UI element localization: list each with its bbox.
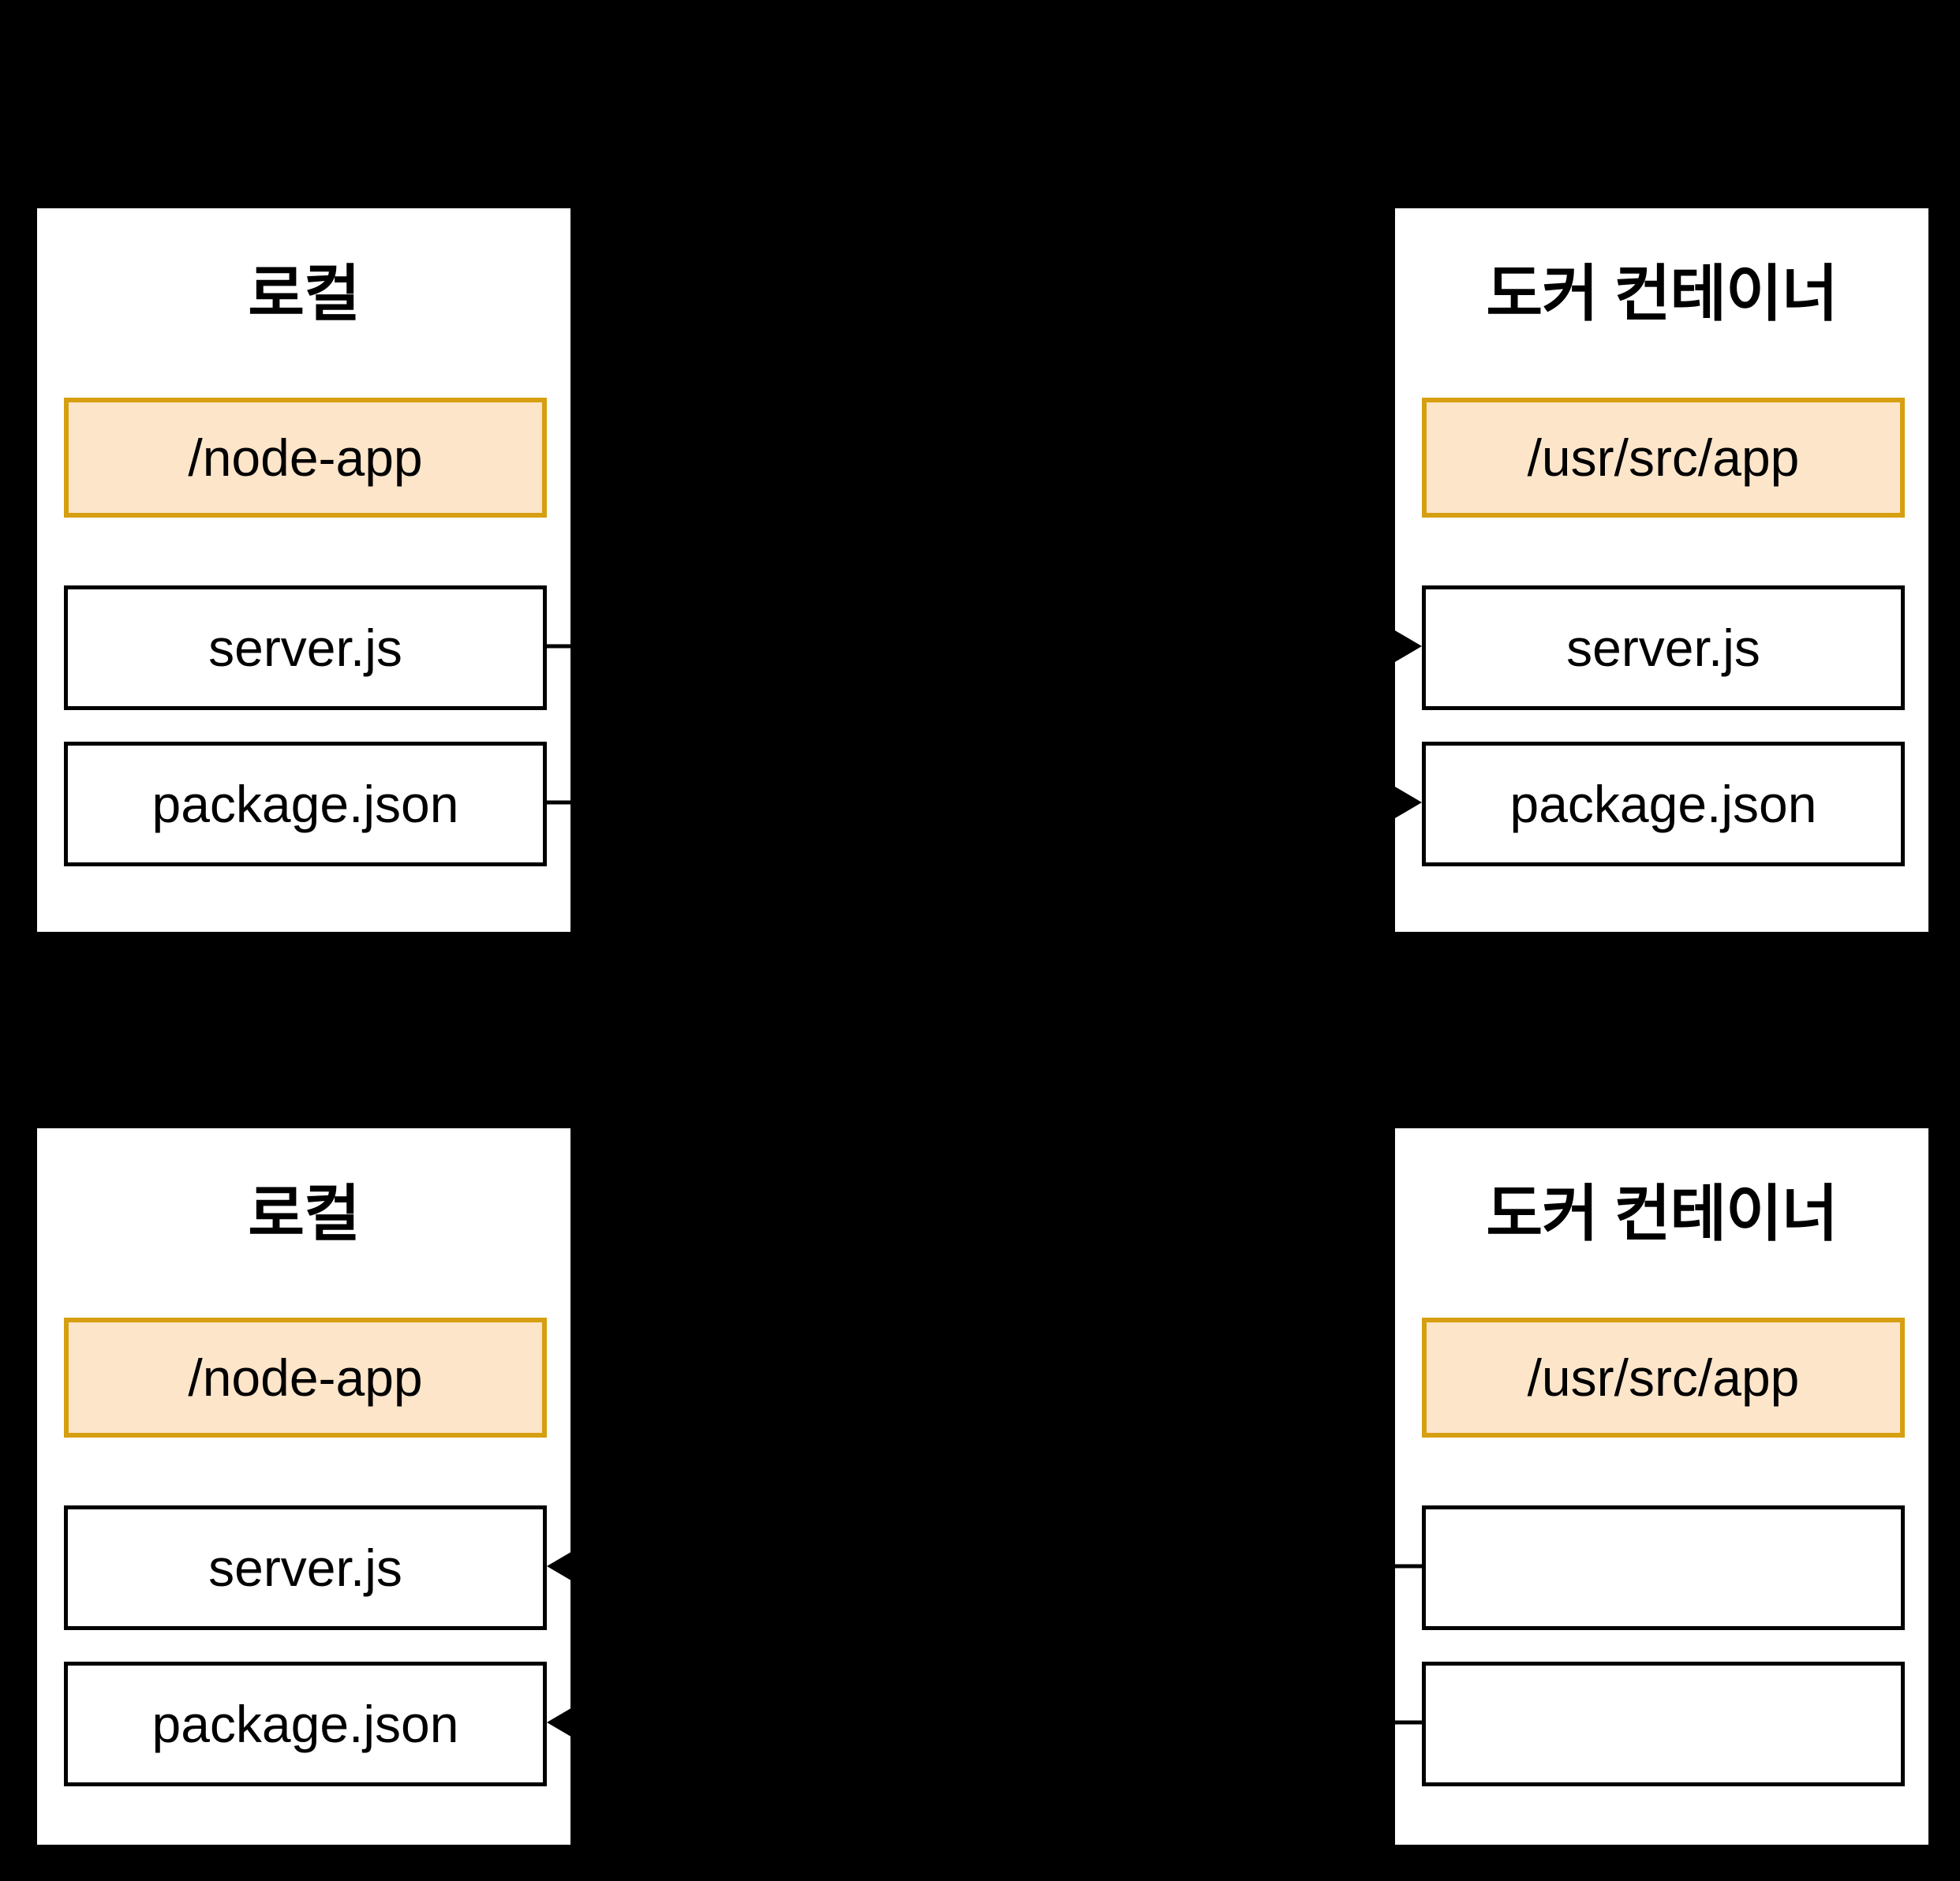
container-panel-copy: 도커 컨테이너 /usr/src/app server.js package.j… [1393,207,1930,933]
file-label: server.js [1566,619,1760,677]
file-label: package.json [151,775,459,833]
copy-arrow-package-json [547,781,1422,824]
host-dir-label: /node-app [188,1348,423,1407]
host-dir-box: /node-app [64,1318,547,1438]
container-dir-box: /usr/src/app [1422,398,1905,518]
copy-arrow-server-js [547,625,1422,668]
file-box-package-json: package.json [1422,742,1905,866]
file-label: server.js [208,619,402,677]
mount-arrow-package-json [547,1701,1422,1744]
file-box-server-js: server.js [64,585,547,710]
container-dir-label: /usr/src/app [1527,1348,1800,1407]
file-box-server-js: server.js [1422,585,1905,710]
panel-title: 로컬 [248,1179,361,1248]
container-dir-label: /usr/src/app [1527,428,1800,487]
file-box-package-json: package.json [64,1662,547,1786]
local-panel-mount: 로컬 /node-app server.js package.json [36,1127,572,1846]
file-label: server.js [208,1539,402,1597]
local-panel-copy: 로컬 /node-app server.js package.json [36,207,572,933]
host-dir-box: /node-app [64,398,547,518]
file-box-package-json: package.json [64,742,547,866]
panel-title: 도커 컨테이너 [1486,1179,1838,1248]
host-dir-label: /node-app [188,428,423,487]
file-box-server-js: server.js [64,1505,547,1630]
file-label: package.json [151,1695,459,1753]
empty-file-box [1422,1662,1905,1786]
mount-arrow-server-js [547,1545,1422,1587]
container-dir-box: /usr/src/app [1422,1318,1905,1438]
container-panel-mount: 도커 컨테이너 /usr/src/app [1393,1127,1930,1846]
file-label: package.json [1509,775,1817,833]
panel-title: 도커 컨테이너 [1486,259,1838,328]
empty-file-box [1422,1505,1905,1630]
panel-title: 로컬 [248,259,361,328]
